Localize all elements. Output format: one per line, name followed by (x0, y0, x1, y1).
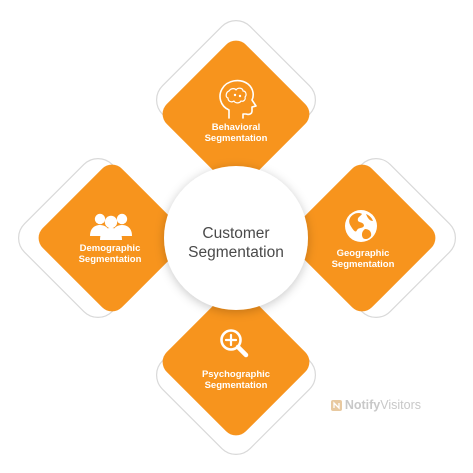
behavioral-tile (162, 40, 310, 188)
geographic-label-line1: Geographic (336, 248, 390, 259)
psychographic-label: Psychographic Segmentation (181, 369, 291, 391)
center-title: Customer Segmentation (171, 224, 301, 262)
behavioral-label-line2: Segmentation (204, 133, 268, 144)
brain-head-icon (219, 79, 257, 119)
notifyvisitors-logo-icon (330, 399, 342, 411)
psychographic-label-line1: Psychographic (201, 369, 271, 380)
notifyvisitors-watermark: NotifyVisitors (330, 398, 421, 412)
geographic-label-line2: Segmentation (331, 259, 395, 270)
watermark-regular-text: Visitors (380, 398, 421, 412)
center-title-line1: Customer (202, 225, 270, 242)
behavioral-label-line1: Behavioral (211, 122, 261, 133)
demographic-label: Demographic Segmentation (55, 243, 165, 265)
psychographic-tile (162, 288, 310, 436)
globe-icon (345, 210, 377, 242)
demographic-label-line2: Segmentation (78, 254, 142, 265)
zoom-in-magnifier-icon (220, 329, 249, 358)
demographic-label-line1: Demographic (79, 243, 141, 254)
behavioral-label: Behavioral Segmentation (181, 122, 291, 144)
people-group-icon (90, 213, 132, 240)
center-title-line2: Segmentation (188, 244, 284, 261)
geographic-label: Geographic Segmentation (308, 248, 418, 270)
psychographic-label-line2: Segmentation (204, 380, 268, 391)
watermark-bold-text: Notify (344, 398, 381, 412)
center-circle (164, 166, 308, 310)
